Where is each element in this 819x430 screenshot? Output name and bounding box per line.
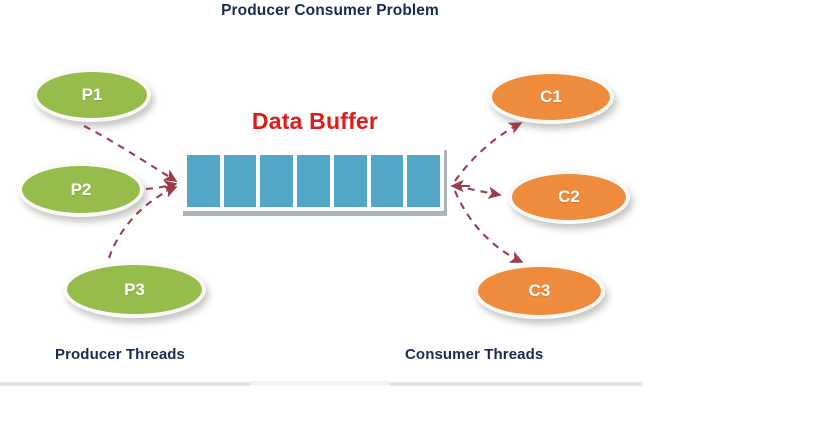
consumer-node-c2: C2 [508, 170, 630, 224]
arrow-buffer-to-c1 [454, 122, 523, 182]
consumer-threads-label: Consumer Threads [405, 346, 544, 363]
buffer-cell [370, 154, 404, 207]
bottom-rule-middle [250, 381, 390, 385]
arrow-buffer-to-c2 [454, 184, 502, 200]
producer-node-label: P3 [124, 279, 145, 299]
consumer-node-label: C1 [540, 87, 562, 106]
producer-node-p1: P1 [33, 68, 151, 122]
buffer-cell [297, 154, 330, 207]
bottom-rule-right [390, 382, 642, 386]
data-buffer-heading: Data Buffer [251, 108, 379, 134]
consumer-node-label: C2 [558, 187, 580, 206]
buffer-cell [407, 154, 441, 207]
producer-threads-label: Producer Threads [55, 346, 185, 363]
page-title: Producer Consumer Problem [221, 2, 439, 19]
buffer-cell [260, 154, 294, 207]
arrow-p2-to-buffer [145, 180, 178, 193]
bottom-rule-left [0, 382, 250, 386]
producer-node-p3: P3 [63, 261, 206, 318]
buffer-cell [223, 154, 257, 207]
producer-node-p2: P2 [18, 162, 144, 217]
buffer-cell [333, 154, 367, 207]
consumer-node-c1: C1 [488, 70, 614, 124]
data-buffer [183, 150, 447, 216]
producer-node-label: P2 [70, 179, 92, 199]
producer-node-label: P1 [81, 85, 103, 104]
consumer-node-c3: C3 [474, 263, 605, 319]
buffer-cell [187, 154, 220, 207]
consumer-node-label: C3 [528, 281, 551, 300]
